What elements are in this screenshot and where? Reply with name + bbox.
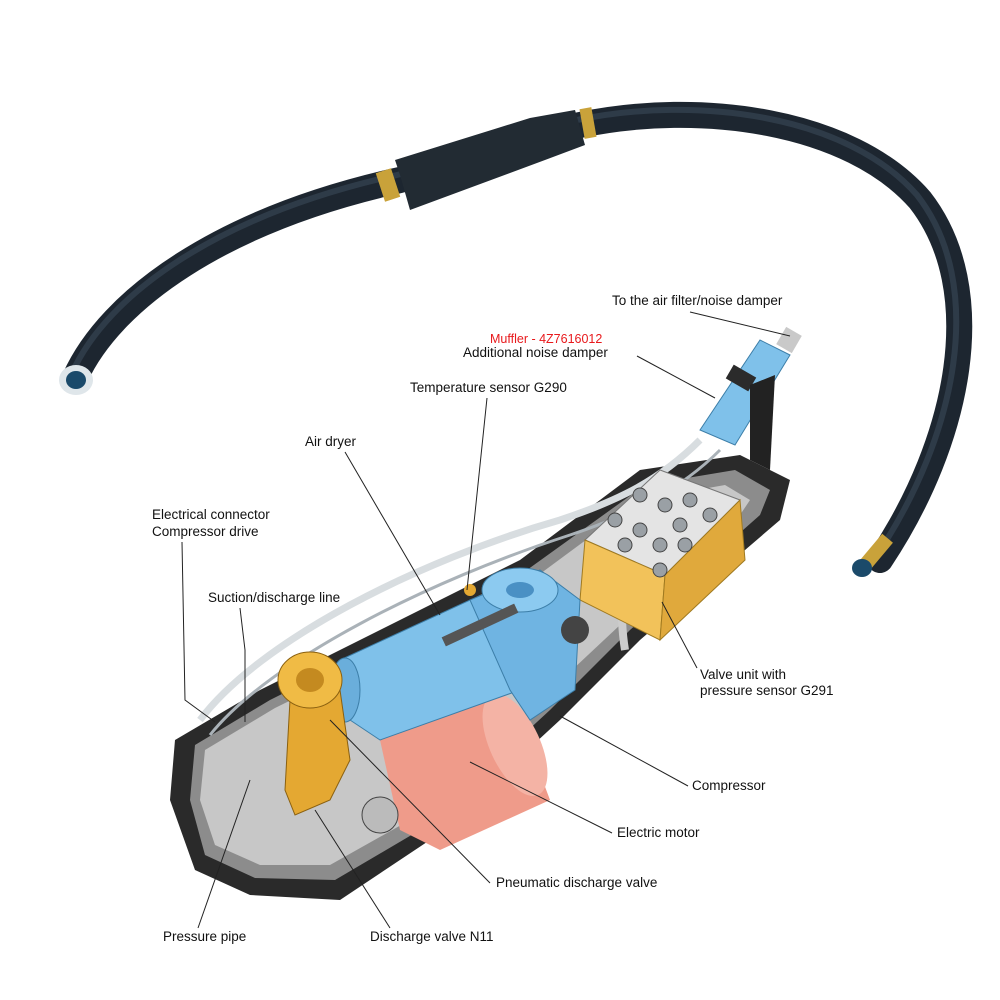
additional-noise-damper [699, 326, 802, 470]
label-compressor: Compressor [692, 778, 766, 793]
electric-motor [380, 690, 550, 850]
label-additional-noise-damper: Additional noise damper [463, 345, 608, 360]
label-temperature-sensor: Temperature sensor G290 [410, 380, 567, 395]
label-suction-line: Suction/discharge line [208, 590, 341, 605]
label-electrical-connector: Electrical connector [152, 507, 270, 522]
valve-unit [579, 469, 746, 642]
label-compressor-drive: Compressor drive [152, 524, 259, 539]
compressor [441, 567, 581, 721]
label-discharge-valve: Discharge valve N11 [370, 929, 494, 944]
label-pressure-sensor: pressure sensor G291 [700, 683, 834, 698]
label-muffler-part: Muffler - 4Z7616012 [490, 332, 603, 346]
label-air-filter: To the air filter/noise damper [612, 293, 783, 308]
pneumatic-discharge-valve [277, 651, 351, 816]
label-air-dryer: Air dryer [305, 434, 357, 449]
label-electric-motor: Electric motor [617, 825, 700, 840]
muffler-hose [59, 101, 973, 577]
label-valve-unit: Valve unit with [700, 667, 787, 682]
label-pneumatic-valve: Pneumatic discharge valve [496, 875, 658, 890]
leader-lines [181, 311, 791, 929]
label-pressure-pipe: Pressure pipe [163, 929, 247, 944]
